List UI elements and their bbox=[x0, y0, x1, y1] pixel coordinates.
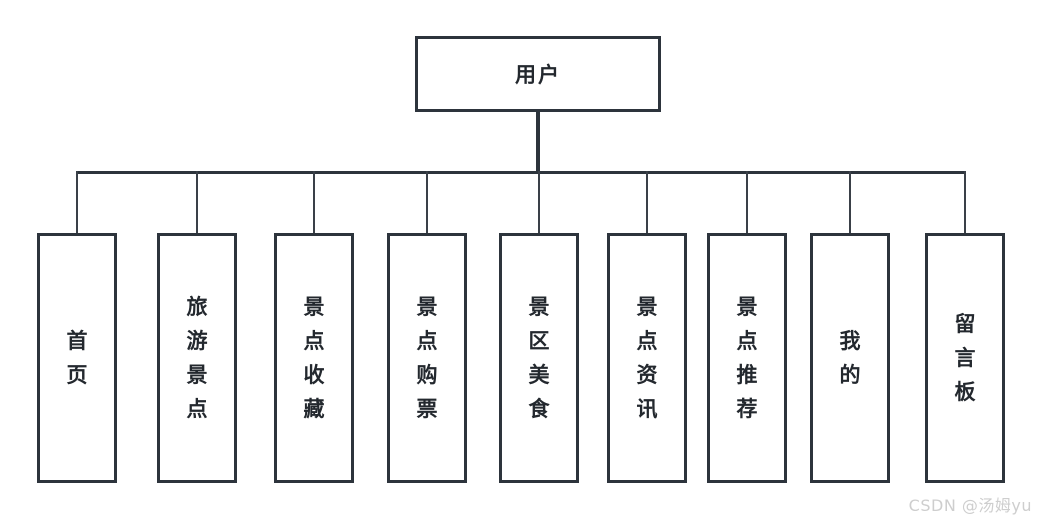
connector-drop-favorites bbox=[313, 171, 315, 233]
node-food-label: 景区美食 bbox=[528, 295, 550, 421]
connector-trunk bbox=[536, 110, 540, 173]
node-user-label: 用户 bbox=[515, 63, 561, 87]
node-favorites-label: 景点收藏 bbox=[303, 295, 325, 421]
connector-drop-attractions bbox=[196, 171, 198, 233]
connector-drop-food bbox=[538, 171, 540, 233]
node-tickets: 景点购票 bbox=[387, 233, 467, 483]
connector-drop-mine bbox=[849, 171, 851, 233]
node-mine-label: 我的 bbox=[839, 329, 861, 387]
node-message-board-label: 留言板 bbox=[954, 312, 976, 404]
connector-drop-tickets bbox=[426, 171, 428, 233]
node-attractions: 旅游景点 bbox=[157, 233, 237, 483]
node-mine: 我的 bbox=[810, 233, 890, 483]
node-attractions-label: 旅游景点 bbox=[186, 295, 208, 421]
node-food: 景区美食 bbox=[499, 233, 579, 483]
node-tickets-label: 景点购票 bbox=[416, 295, 438, 421]
connector-drop-home bbox=[76, 171, 78, 233]
node-news-label: 景点资讯 bbox=[636, 295, 658, 421]
node-home: 首页 bbox=[37, 233, 117, 483]
connector-drop-message-board bbox=[964, 171, 966, 233]
node-user: 用户 bbox=[415, 36, 661, 112]
connector-horizontal bbox=[77, 171, 965, 174]
node-message-board: 留言板 bbox=[925, 233, 1005, 483]
node-home-label: 首页 bbox=[66, 329, 88, 387]
node-news: 景点资讯 bbox=[607, 233, 687, 483]
connector-drop-news bbox=[646, 171, 648, 233]
connector-drop-recommend bbox=[746, 171, 748, 233]
node-recommend-label: 景点推荐 bbox=[736, 295, 758, 421]
node-favorites: 景点收藏 bbox=[274, 233, 354, 483]
csdn-watermark: CSDN @汤姆yu bbox=[908, 496, 1032, 515]
node-recommend: 景点推荐 bbox=[707, 233, 787, 483]
